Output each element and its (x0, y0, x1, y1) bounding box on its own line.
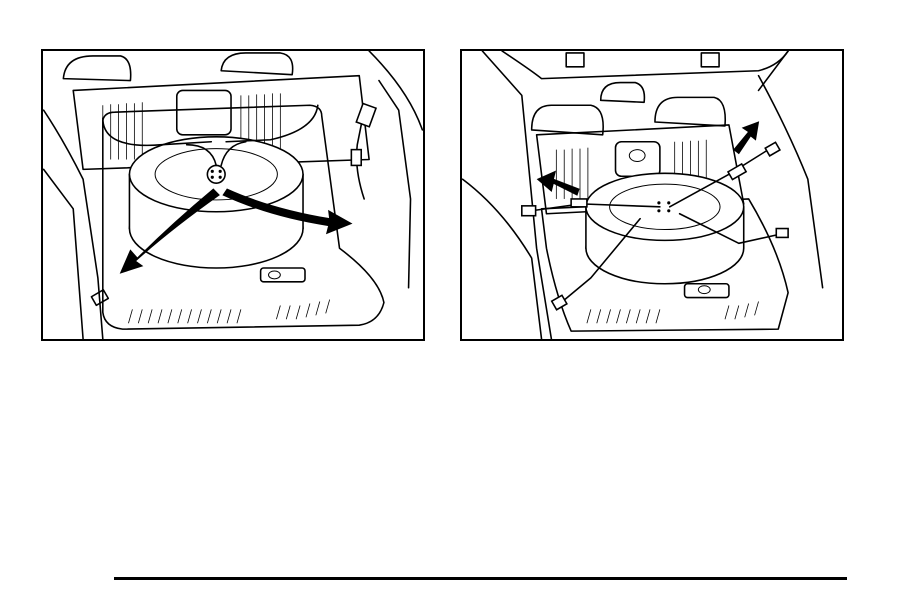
hinge-left (566, 53, 584, 67)
latch-knob (698, 286, 710, 294)
cargo-area-illustration-left (43, 51, 423, 339)
hinge-right (701, 53, 719, 67)
roof-opening (502, 51, 788, 79)
left-trim-line (44, 110, 103, 339)
right-trim-line (369, 51, 422, 130)
strap-hook-lower-left (552, 295, 567, 309)
headrest-center (601, 83, 645, 103)
strap-buckle-upper (728, 164, 746, 180)
strap-buckle (356, 103, 376, 126)
figure-left-tire-removal (41, 49, 425, 341)
figure-right-tire-stowage (460, 49, 844, 341)
strap-buckle-left (571, 199, 587, 207)
headrest-left (63, 56, 130, 81)
strap-hook-lower-right (776, 229, 788, 238)
strap-hook-left (522, 206, 536, 216)
strap-hook-upper (765, 142, 780, 156)
liftgate-hinge (759, 51, 789, 90)
right-quarter-panel (379, 81, 411, 288)
headrest-right (221, 53, 293, 75)
headrest-right (655, 97, 725, 126)
headrest-left (532, 105, 604, 135)
seat-pocket (616, 142, 660, 177)
floor-latch (261, 268, 305, 282)
liftgate-frame-left (482, 51, 551, 339)
strap-clip (351, 150, 361, 166)
footer-rule (114, 577, 847, 580)
strap-right (226, 105, 318, 141)
left-pillar (463, 179, 542, 339)
arrow-up-right (734, 122, 759, 154)
seat-pocket (177, 90, 231, 134)
right-frame (759, 76, 823, 288)
latch-knob (269, 271, 281, 279)
sill-hatching (128, 300, 329, 324)
tire-hub (207, 165, 225, 183)
left-pillar (44, 169, 83, 339)
cargo-area-illustration-right (462, 51, 842, 339)
sill-hatching (587, 302, 759, 324)
